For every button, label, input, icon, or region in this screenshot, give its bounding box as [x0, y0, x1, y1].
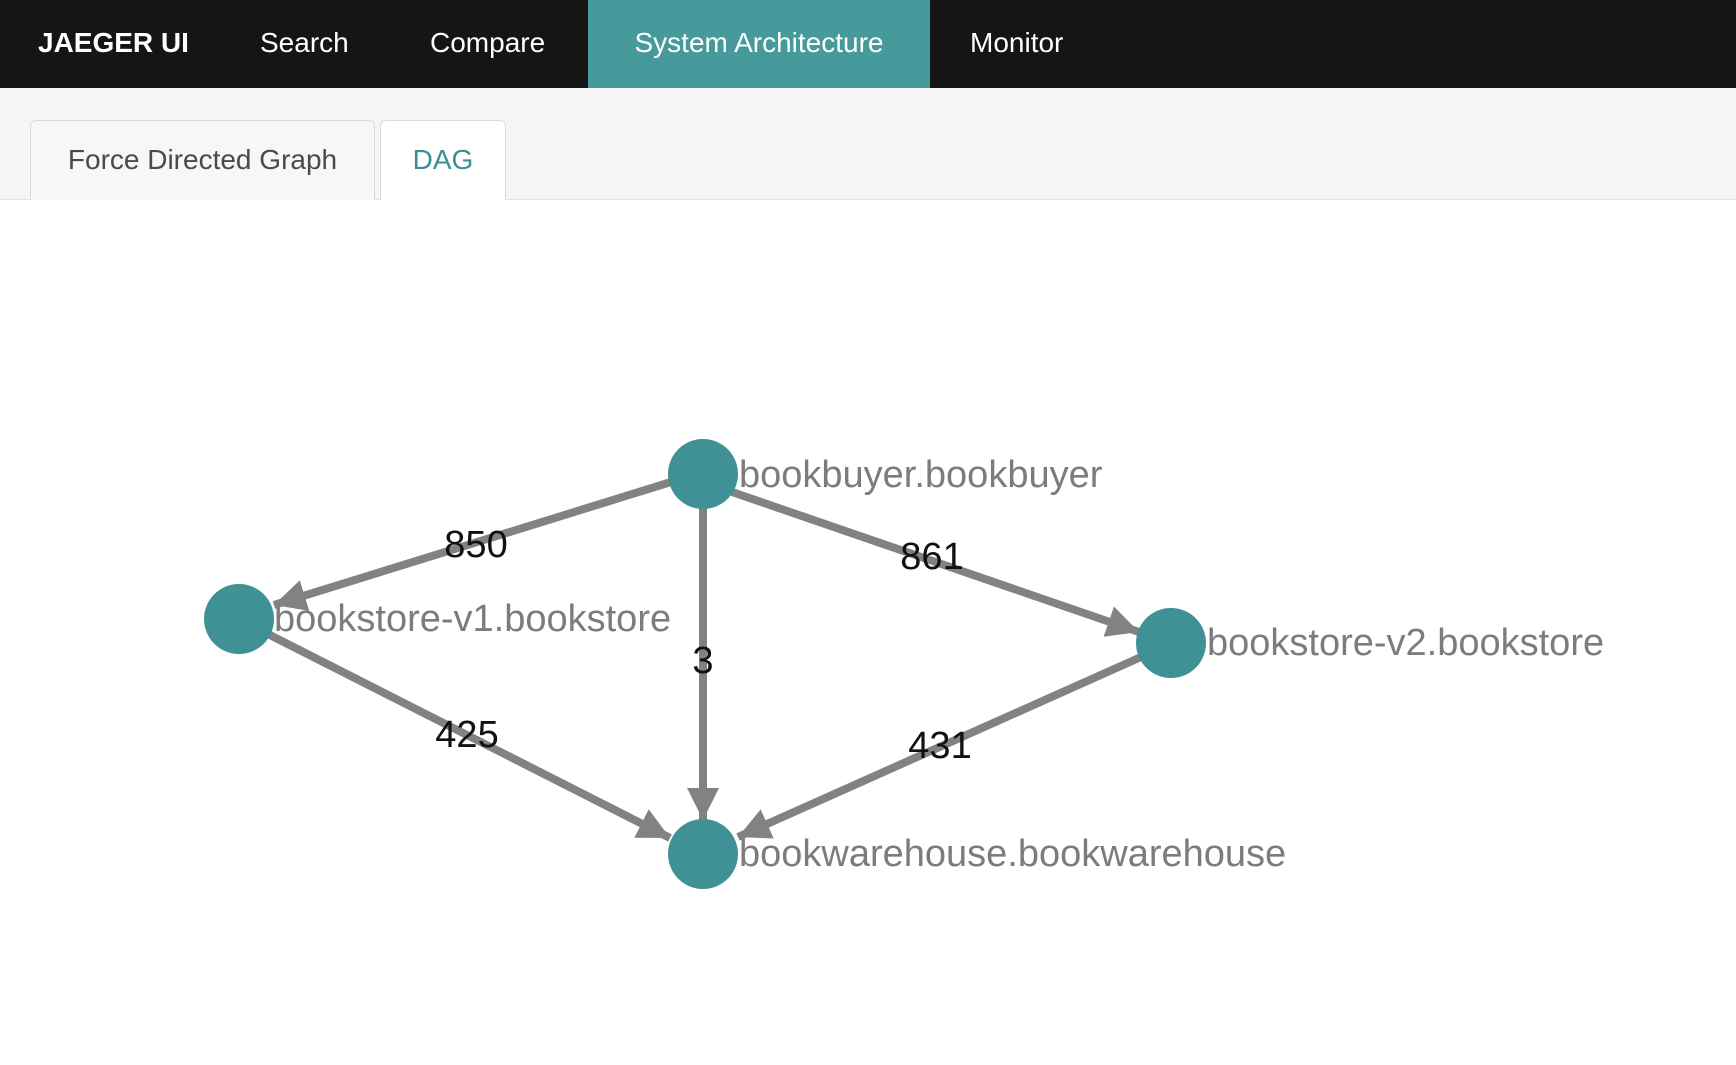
tab-force-directed-graph[interactable]: Force Directed Graph: [30, 120, 375, 200]
edge-label-850: 850: [444, 524, 507, 566]
edge-label-431: 431: [908, 725, 971, 767]
node-label-bookbuyer: bookbuyer.bookbuyer: [739, 454, 1103, 496]
node-bookstore-v2[interactable]: [1136, 608, 1206, 678]
node-bookstore-v1[interactable]: [204, 584, 274, 654]
edge-bookbuyer-to-bookstore-v2: [730, 488, 1141, 637]
brand-logo[interactable]: JAEGER UI: [38, 27, 189, 58]
edge-bookbuyer-to-bookstore-v1: [272, 478, 673, 611]
dag-graph-canvas[interactable]: 850 861 3 425 431 bookbuyer.bookbuyer bo…: [0, 200, 1736, 1060]
node-bookwarehouse[interactable]: [668, 819, 738, 889]
edge-label-3: 3: [692, 640, 713, 682]
tab-dag[interactable]: DAG: [380, 120, 506, 201]
nav-search[interactable]: Search: [260, 27, 349, 58]
edge-bookstore-v1-to-bookwarehouse: [264, 629, 672, 842]
nav-system-architecture[interactable]: System Architecture: [588, 0, 930, 88]
edge-label-861: 861: [900, 536, 963, 578]
top-navigation-bar: JAEGER UI Search Compare System Architec…: [0, 0, 1736, 88]
view-tab-bar: Force Directed Graph DAG: [0, 88, 1736, 201]
nav-compare[interactable]: Compare: [430, 27, 546, 58]
edge-bookstore-v2-to-bookwarehouse: [736, 653, 1143, 841]
edge-label-425: 425: [435, 714, 498, 756]
node-label-bookstore-v1: bookstore-v1.bookstore: [274, 598, 671, 640]
nav-monitor[interactable]: Monitor: [970, 27, 1064, 58]
dag-graph-svg: 850 861 3 425 431 bookbuyer.bookbuyer bo…: [204, 439, 1604, 889]
node-label-bookwarehouse: bookwarehouse.bookwarehouse: [739, 833, 1286, 875]
node-label-bookstore-v2: bookstore-v2.bookstore: [1207, 622, 1604, 664]
node-bookbuyer[interactable]: [668, 439, 738, 509]
